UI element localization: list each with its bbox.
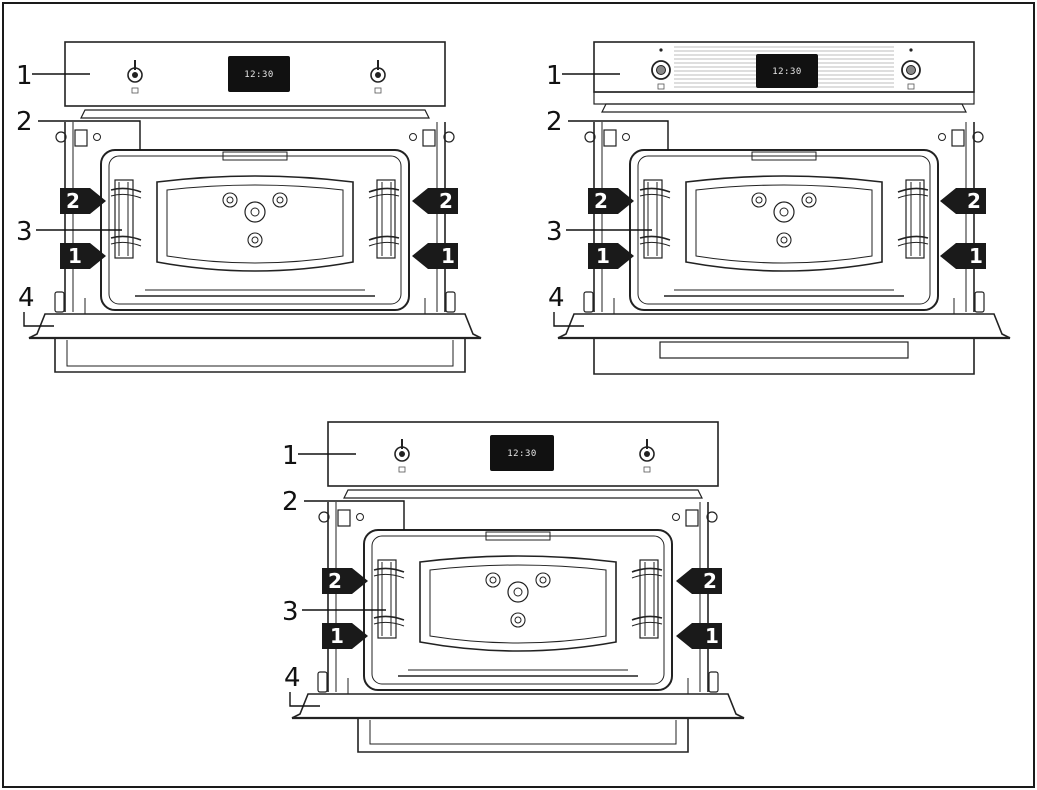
oven-c-right-shelf-1: 1	[705, 624, 719, 648]
callout-1-control-panel-c: 1	[282, 441, 299, 471]
callout-3-side-racks-b: 3	[546, 217, 563, 247]
oven-b-display: 12:30	[756, 54, 818, 88]
oven-c-shelf-tags: 2 1 2 1	[322, 568, 722, 649]
oven-b-left-knob	[651, 48, 671, 90]
oven-a-left-shelf-2: 2	[66, 189, 80, 213]
oven-b-display-time: 12:30	[772, 67, 802, 77]
oven-b-right-shelf-2: 2	[967, 189, 981, 213]
callout-2-cavity-c: 2	[282, 487, 299, 517]
oven-c-left-shelf-1: 1	[330, 624, 344, 648]
oven-b-left-shelf-2: 2	[594, 189, 608, 213]
oven-b-left-shelf-1: 1	[596, 244, 610, 268]
oven-c-callouts: 1 2 3 4	[282, 441, 405, 707]
oven-c-left-shelf-2: 2	[328, 569, 342, 593]
oven-b-control-panel: 12:30	[593, 41, 975, 113]
oven-a-shelf-tags: 2 1 2 1	[60, 188, 458, 269]
oven-a-right-shelf-2: 2	[439, 189, 453, 213]
callout-1-control-panel-b: 1	[546, 61, 563, 91]
oven-a-control-panel: 12:30	[64, 41, 446, 119]
oven-c-display: 12:30	[490, 435, 554, 471]
oven-c-display-time: 12:30	[507, 449, 537, 459]
oven-variant-b: 12:30	[556, 41, 1012, 375]
oven-c-left-knob	[394, 439, 410, 473]
oven-c-right-knob	[639, 439, 655, 473]
oven-a-left-shelf-1: 1	[68, 244, 82, 268]
oven-b-callouts: 1 2 3 4	[546, 61, 669, 327]
callout-3-side-racks: 3	[16, 217, 33, 247]
oven-b-right-shelf-1: 1	[969, 244, 983, 268]
callout-1-control-panel: 1	[16, 61, 33, 91]
oven-a-left-knob	[127, 60, 143, 94]
oven-a-display: 12:30	[228, 56, 290, 92]
oven-a-right-shelf-1: 1	[441, 244, 455, 268]
callout-4-door: 4	[18, 283, 35, 313]
oven-a-callouts: 1 2 3 4	[16, 61, 141, 327]
oven-b-shelf-tags: 2 1 2 1	[588, 188, 986, 269]
oven-a-right-knob	[370, 60, 386, 94]
callout-4-door-b: 4	[548, 283, 565, 313]
callout-3-side-racks-c: 3	[282, 597, 299, 627]
callout-2-cavity-b: 2	[546, 107, 563, 137]
callout-2-cavity: 2	[16, 107, 33, 137]
oven-a-display-time: 12:30	[244, 70, 274, 80]
oven-c-right-shelf-2: 2	[703, 569, 717, 593]
oven-b-right-knob	[901, 48, 921, 90]
oven-c-control-panel: 12:30	[327, 421, 719, 499]
oven-variant-a: 12:30	[27, 41, 483, 373]
callout-4-door-c: 4	[284, 663, 301, 693]
